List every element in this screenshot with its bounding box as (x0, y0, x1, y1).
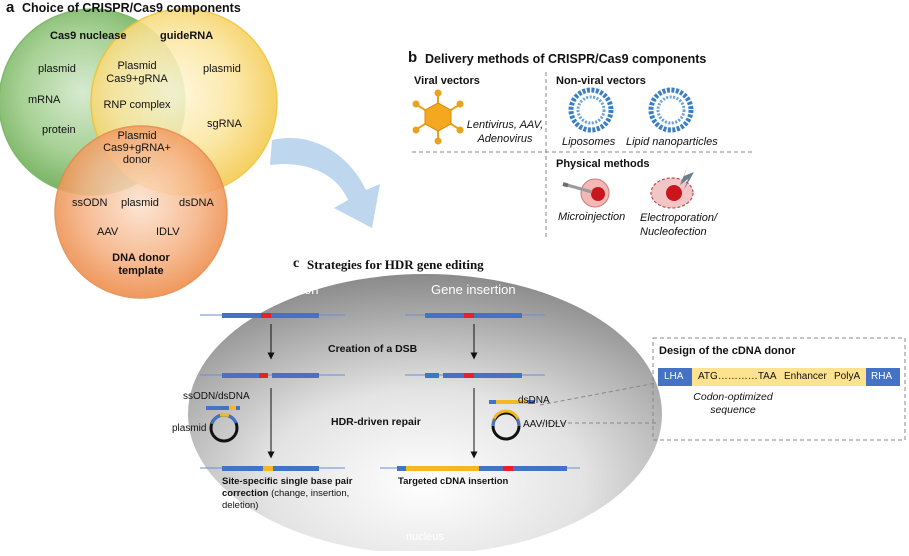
electroporation-label: Electroporation/ Nucleofection (640, 211, 717, 239)
correction-line-rest: (change, insertion, (268, 488, 350, 499)
rha-segment (866, 368, 900, 386)
viral-examples: Lentivirus, AAV, Adenovirus (460, 118, 550, 146)
overlap-cas9-guide: Plasmid Cas9+gRNA (100, 60, 174, 86)
donor-title-line: template (118, 265, 164, 277)
donor-design-title: Design of the cDNA donor (659, 345, 796, 357)
liposome-icon (568, 87, 614, 133)
flow-arrow (270, 138, 380, 228)
correction-line: Site-specific single base pair (222, 476, 353, 487)
panel-b-title: Delivery methods of CRISPR/Cas9 componen… (425, 52, 707, 66)
insertion-result: Targeted cDNA insertion (398, 476, 509, 487)
delivery-panel (412, 72, 755, 240)
codon-caption-line: Codon-optimized (693, 391, 773, 403)
codon-caption: Codon-optimized sequence (688, 391, 778, 417)
enhancer-label: Enhancer (784, 371, 827, 382)
nonviral-heading: Non-viral vectors (556, 75, 646, 87)
viral-line: Lentivirus, AAV, (466, 119, 544, 131)
codon-caption-line: sequence (710, 404, 756, 416)
panel-c-letter: c (293, 256, 300, 271)
virus-icon (412, 89, 464, 145)
ssodn-template (206, 406, 240, 410)
gene-correction-heading: Gene correction (226, 282, 319, 297)
viral-heading: Viral vectors (414, 75, 480, 87)
panel-c-title: Strategies for HDR gene editing (307, 257, 484, 272)
dsb-label: Creation of a DSB (328, 343, 418, 355)
electroporation-icon (650, 165, 694, 209)
ssodn-label: ssODN/dsDNA (183, 391, 250, 402)
gene-insertion-heading: Gene insertion (431, 282, 516, 297)
polya-label: PolyA (834, 371, 861, 382)
donor-item: plasmid (121, 197, 159, 209)
viral-line: Adenovirus (477, 133, 533, 145)
aav-idlv-label: AAV/IDLV (523, 419, 567, 430)
overlap-line: Plasmid (117, 130, 157, 142)
donor-item: dsDNA (179, 197, 214, 209)
cas9-title: Cas9 nuclease (50, 30, 127, 42)
dsdna-label: dsDNA (518, 395, 550, 406)
lha-segment (658, 368, 692, 386)
donor-title: DNA donor template (95, 252, 187, 278)
lipid-nanoparticle-icon (648, 87, 694, 133)
donor-design-box (652, 337, 906, 441)
cas9-item: plasmid (38, 63, 76, 75)
overlap-line: Plasmid (117, 60, 157, 72)
panel-a-title: Choice of CRISPR/Cas9 components (22, 1, 241, 15)
guiderna-item: plasmid (203, 63, 241, 75)
panel-a-letter: a (6, 0, 15, 16)
overlap-all: Plasmid Cas9+gRNA+ donor (95, 130, 179, 166)
correction-result: Site-specific single base pair correctio… (222, 476, 352, 512)
donor-item: AAV (97, 226, 119, 238)
hdr-schematic (200, 313, 580, 471)
liposomes-label: Liposomes (562, 136, 616, 148)
overlap-line: Cas9+gRNA (106, 73, 168, 85)
cas9-item: mRNA (28, 94, 61, 106)
guiderna-title: guideRNA (160, 30, 214, 42)
correction-line-bold: correction (222, 488, 269, 499)
rha-label: RHA (871, 371, 893, 382)
cas9-item: protein (42, 124, 76, 136)
physical-heading: Physical methods (556, 158, 650, 170)
lha-label: LHA (664, 371, 684, 382)
donor-title-line: DNA donor (112, 252, 170, 264)
cdna-label: ATG…………TAA (698, 371, 777, 382)
guiderna-item: sgRNA (207, 118, 242, 130)
overlap-line: Cas9+gRNA+ (103, 142, 171, 154)
plasmid-circle (209, 413, 239, 443)
donor-item: IDLV (156, 226, 180, 238)
donor-item: ssODN (72, 197, 108, 209)
microinjection-label: Microinjection (558, 211, 626, 223)
overlap-line: donor (122, 154, 152, 166)
nucleus-ellipse (188, 274, 662, 554)
overlap-rnp: RNP complex (103, 99, 171, 111)
cdna-segment (692, 368, 866, 386)
aav-circle (491, 409, 521, 441)
lipid-np-label: Lipid nanoparticles (626, 136, 718, 148)
electroporation-line: Electroporation/ (640, 212, 718, 224)
donor-circle (54, 125, 228, 299)
nucleus-label: nucleus (406, 531, 444, 543)
venn-diagram (0, 8, 278, 299)
electroporation-line: Nucleofection (640, 226, 707, 238)
plasmid-label: plasmid (172, 423, 207, 434)
correction-line: deletion) (222, 500, 259, 511)
hdr-label: HDR-driven repair (331, 416, 421, 428)
microinjection-icon (562, 178, 610, 208)
panel-b-letter: b (408, 49, 418, 66)
mutation-mark (261, 313, 271, 318)
donor-construct (658, 368, 900, 386)
